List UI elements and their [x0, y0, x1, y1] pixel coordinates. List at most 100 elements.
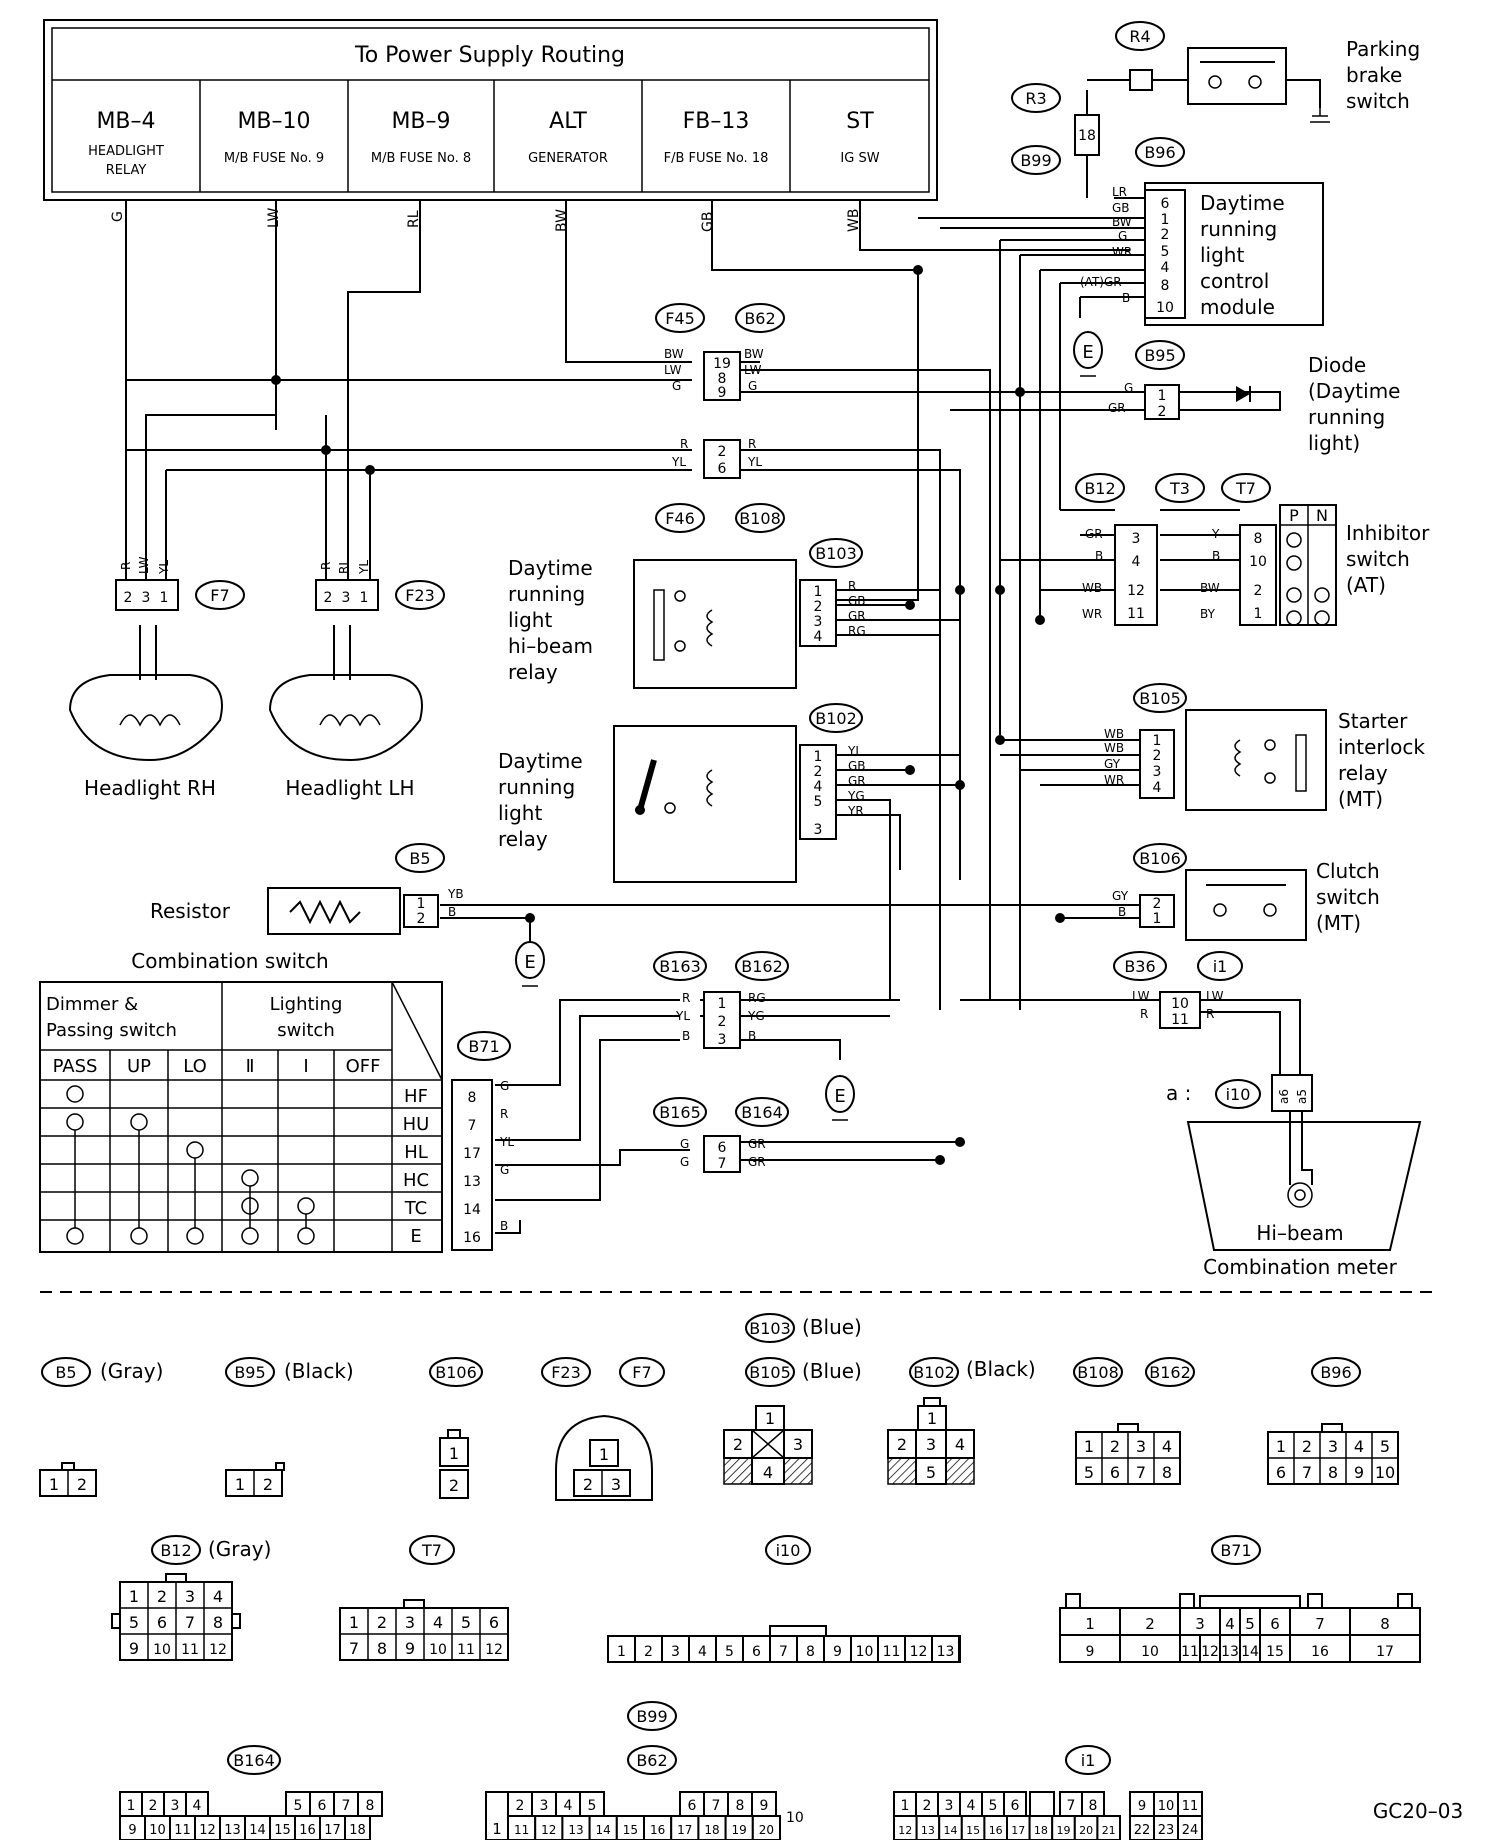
svg-text:YL: YL: [747, 455, 762, 469]
svg-text:B: B: [448, 905, 456, 919]
svg-text:5: 5: [1380, 1437, 1390, 1456]
svg-text:13: 13: [224, 1823, 241, 1838]
svg-text:11: 11: [883, 1644, 901, 1660]
cell-id: MB–10: [237, 109, 310, 134]
wire-label: GB: [700, 212, 716, 232]
svg-text:4: 4: [1153, 780, 1162, 796]
svg-text:1: 1: [349, 1613, 359, 1632]
svg-text:1: 1: [1158, 388, 1167, 404]
svg-text:2: 2: [324, 590, 333, 606]
svg-text:6: 6: [1276, 1463, 1286, 1482]
svg-text:5: 5: [129, 1613, 139, 1632]
svg-text:R: R: [500, 1107, 508, 1121]
svg-text:R: R: [319, 562, 333, 570]
svg-text:1: 1: [814, 749, 823, 765]
svg-text:B95: B95: [1144, 346, 1175, 365]
svg-text:8: 8: [736, 1798, 745, 1814]
svg-text:15: 15: [966, 1824, 980, 1837]
diode: B95 1 2 GGR Diode (Daytime running light…: [1108, 340, 1400, 455]
parking-brake-area: R4 R3 B99 B96 18 Parking brake switch: [1011, 21, 1420, 175]
wire-label: LW: [266, 207, 282, 228]
svg-text:5: 5: [725, 1644, 734, 1660]
svg-text:1: 1: [49, 1475, 59, 1494]
svg-text:switch: switch: [1346, 89, 1410, 113]
col-pass: PASS: [53, 1056, 98, 1077]
svg-text:3: 3: [540, 1798, 549, 1814]
svg-text:4: 4: [1132, 554, 1141, 570]
svg-text:B5: B5: [409, 849, 430, 868]
svg-text:YL: YL: [499, 1135, 514, 1149]
svg-text:Passing switch: Passing switch: [46, 1020, 177, 1041]
svg-text:4: 4: [213, 1587, 223, 1606]
wiring: [125, 79, 1301, 1234]
svg-text:3: 3: [1195, 1615, 1205, 1633]
svg-text:2: 2: [733, 1435, 743, 1454]
svg-text:F7: F7: [632, 1363, 651, 1382]
svg-text:4: 4: [433, 1613, 443, 1632]
svg-text:WB: WB: [1104, 727, 1124, 741]
svg-text:3: 3: [718, 1032, 727, 1048]
svg-text:B103: B103: [815, 544, 857, 563]
svg-text:F7: F7: [210, 586, 229, 605]
svg-text:16: 16: [989, 1824, 1003, 1837]
svg-text:5: 5: [588, 1798, 597, 1814]
svg-text:B164: B164: [233, 1751, 275, 1770]
svg-text:9: 9: [760, 1798, 769, 1814]
resistor: Resistor B5 1 2 YBB E: [150, 843, 545, 987]
svg-text:BW: BW: [1200, 581, 1220, 595]
svg-text:3: 3: [1328, 1437, 1338, 1456]
svg-text:10: 10: [1249, 554, 1267, 570]
svg-text:11: 11: [1171, 1012, 1189, 1028]
svg-text:BW: BW: [1112, 215, 1132, 229]
parking-brake-label: Parking: [1346, 37, 1420, 61]
svg-text:HC: HC: [403, 1170, 429, 1191]
svg-text:(MT): (MT): [1316, 911, 1361, 935]
svg-text:GR: GR: [1108, 401, 1126, 415]
svg-text:2: 2: [814, 599, 823, 615]
svg-text:LW: LW: [744, 363, 762, 377]
svg-text:switch: switch: [1346, 547, 1410, 571]
svg-text:2: 2: [1254, 583, 1263, 599]
svg-text:B106: B106: [435, 1363, 477, 1382]
svg-text:8: 8: [1162, 1463, 1172, 1482]
svg-text:9: 9: [405, 1639, 415, 1658]
svg-text:3: 3: [945, 1798, 954, 1814]
svg-text:13: 13: [568, 1823, 583, 1837]
svg-text:G: G: [500, 1079, 509, 1093]
svg-text:8: 8: [213, 1613, 223, 1632]
svg-text:7: 7: [1302, 1463, 1312, 1482]
svg-text:10: 10: [856, 1644, 874, 1660]
svg-text:11: 11: [457, 1642, 475, 1658]
svg-text:17: 17: [677, 1823, 692, 1837]
svg-text:running: running: [1308, 405, 1385, 429]
svg-text:10: 10: [1171, 996, 1189, 1012]
svg-text:1: 1: [1254, 606, 1263, 622]
cell-id: ALT: [549, 109, 587, 134]
svg-text:B96: B96: [1320, 1363, 1351, 1382]
col-lo: LO: [183, 1056, 207, 1077]
svg-text:14: 14: [944, 1824, 958, 1837]
svg-text:14: 14: [249, 1823, 266, 1838]
svg-text:B162: B162: [741, 957, 783, 976]
resistor-label: Resistor: [150, 899, 231, 923]
svg-text:7: 7: [1136, 1463, 1146, 1482]
svg-text:16: 16: [299, 1823, 316, 1838]
svg-text:B36: B36: [1124, 957, 1155, 976]
svg-text:1: 1: [814, 584, 823, 600]
cell-id: MB–9: [391, 109, 450, 134]
svg-text:6: 6: [718, 461, 727, 477]
svg-text:8: 8: [1089, 1798, 1098, 1814]
svg-text:(Black): (Black): [284, 1359, 354, 1383]
svg-text:(Daytime: (Daytime: [1308, 379, 1400, 403]
svg-text:GY: GY: [1104, 757, 1121, 771]
svg-text:1: 1: [1153, 733, 1162, 749]
svg-text:2: 2: [1302, 1437, 1312, 1456]
svg-text:9: 9: [1086, 1644, 1095, 1660]
svg-text:YB: YB: [447, 887, 464, 901]
svg-text:18: 18: [1078, 128, 1096, 144]
svg-text:10: 10: [429, 1642, 447, 1658]
svg-text:3: 3: [1136, 1437, 1146, 1456]
power-routing-title: To Power Supply Routing: [354, 43, 625, 68]
svg-text:15: 15: [274, 1823, 291, 1838]
headlight-lh-label: Headlight LH: [285, 776, 414, 800]
